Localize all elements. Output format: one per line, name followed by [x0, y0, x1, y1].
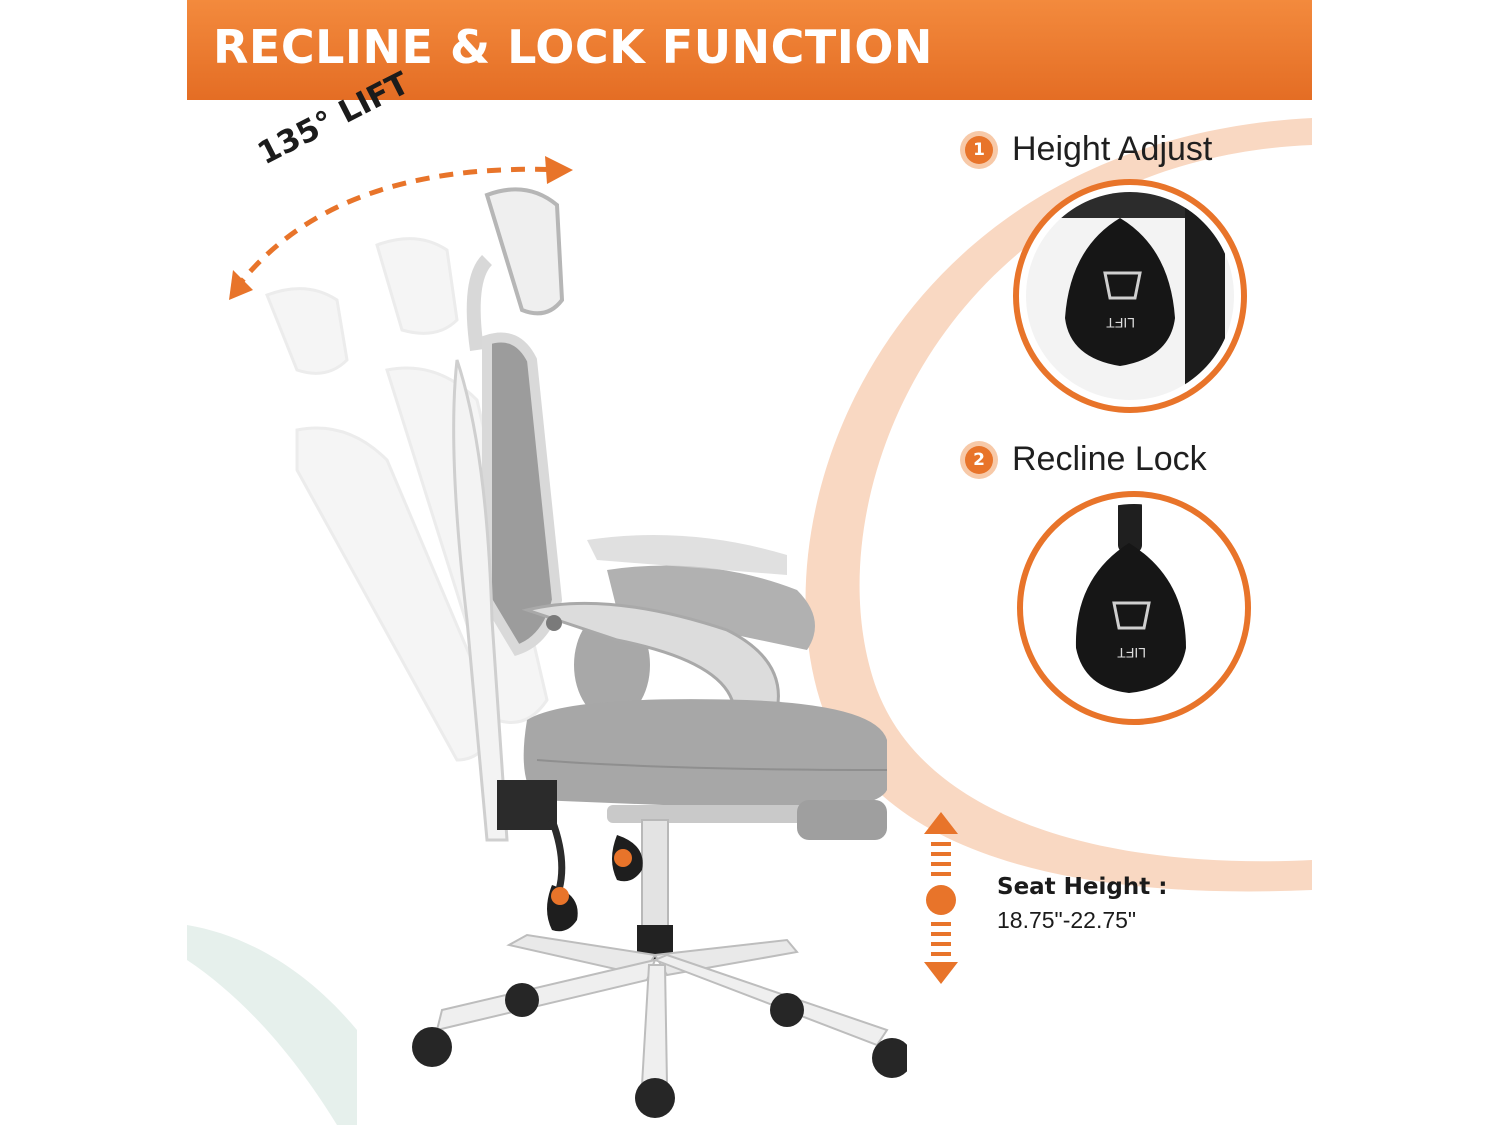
- background-arc: [187, 118, 1312, 1125]
- number-badge-icon: 2: [960, 441, 998, 479]
- double-arrow-icon: [229, 156, 573, 300]
- feature-title-height-adjust: Height Adjust: [1012, 130, 1213, 168]
- seat-height-value: 18.75"-22.75": [997, 907, 1137, 933]
- feature-title-recline-lock: Recline Lock: [1012, 440, 1207, 478]
- office-chair-image: [265, 187, 907, 1118]
- title-banner: RECLINE & LOCK FUNCTION: [187, 0, 1312, 100]
- number-badge-icon: 1: [960, 131, 998, 169]
- feature-number: 1: [965, 136, 993, 164]
- feature-number: 2: [965, 446, 993, 474]
- lever-lift-text: LIFT: [1106, 315, 1135, 331]
- lever-lift-text: LIFT: [1117, 645, 1146, 661]
- product-image-canvas: RECLINE & LOCK FUNCTION 135° LIFT: [187, 0, 1312, 1125]
- banner-title: RECLINE & LOCK FUNCTION: [213, 20, 933, 74]
- seat-height-label: Seat Height :: [997, 874, 1168, 900]
- up-down-arrow-icon: [924, 812, 958, 984]
- height-adjust-lever-detail: LIFT: [1013, 179, 1247, 413]
- recline-lock-lever-detail: LIFT: [1017, 491, 1251, 725]
